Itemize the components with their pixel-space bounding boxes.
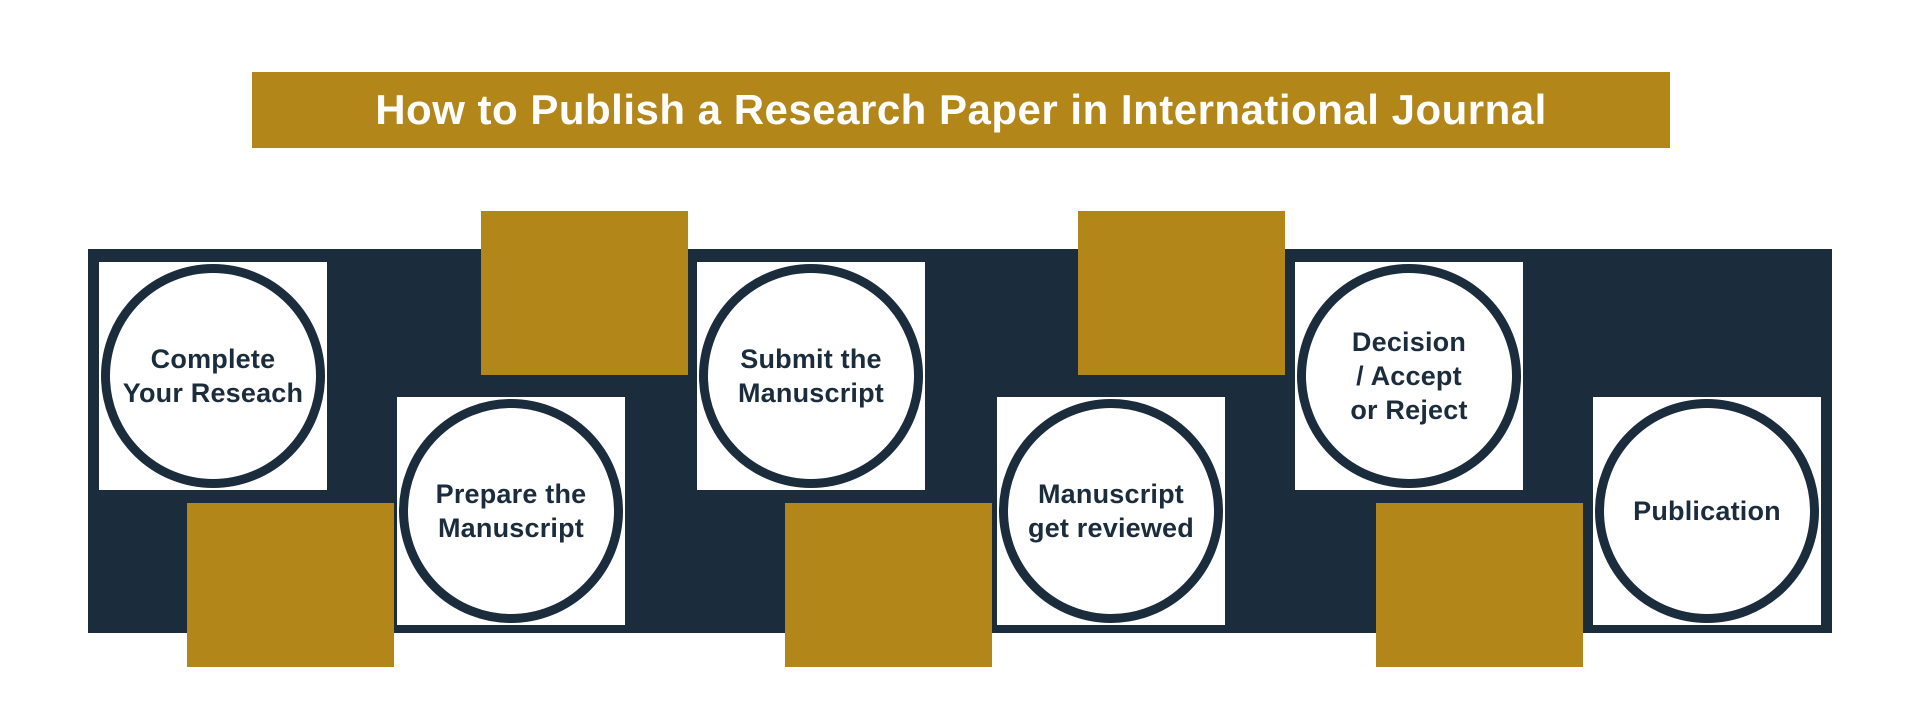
- step-5-label: Decision / Accept or Reject: [1350, 325, 1467, 427]
- step-3-square: Submit the Manuscript: [697, 262, 925, 490]
- step-6-label: Publication: [1633, 494, 1781, 528]
- title-banner: How to Publish a Research Paper in Inter…: [252, 72, 1670, 148]
- step-5-line-1: Decision: [1351, 327, 1467, 357]
- step-4-square: Manuscript get reviewed: [997, 397, 1225, 625]
- step-5-square: Decision / Accept or Reject: [1295, 262, 1523, 490]
- gold-accent-square-5: [1376, 503, 1583, 667]
- step-2-circle: Prepare the Manuscript: [399, 399, 623, 623]
- step-3-label: Submit the Manuscript: [738, 342, 884, 410]
- step-4-label: Manuscript get reviewed: [1028, 477, 1194, 545]
- gold-accent-square-3: [785, 503, 992, 667]
- step-3-line-1: Submit the: [740, 344, 882, 374]
- step-4-line-1: Manuscript: [1037, 479, 1184, 509]
- step-6-circle: Publication: [1595, 399, 1819, 623]
- step-1-circle: Complete Your Reseach: [101, 264, 325, 488]
- step-6-square: Publication: [1593, 397, 1821, 625]
- step-2-label: Prepare the Manuscript: [436, 477, 587, 545]
- step-2-line-2: Manuscript: [437, 513, 585, 543]
- step-1-square: Complete Your Reseach: [99, 262, 327, 490]
- step-6-line-1: Publication: [1633, 496, 1781, 526]
- page-title: How to Publish a Research Paper in Inter…: [375, 86, 1547, 133]
- step-1-line-1: Complete: [150, 344, 276, 374]
- step-1-label: Complete Your Reseach: [123, 342, 303, 410]
- step-5-line-2: / Accept: [1356, 361, 1462, 391]
- step-5-line-3: or Reject: [1350, 395, 1468, 425]
- step-4-circle: Manuscript get reviewed: [999, 399, 1223, 623]
- step-1-line-2: Your Reseach: [122, 378, 304, 408]
- gold-accent-square-1: [187, 503, 394, 667]
- step-4-line-2: get reviewed: [1028, 513, 1194, 543]
- step-2-square: Prepare the Manuscript: [397, 397, 625, 625]
- step-5-circle: Decision / Accept or Reject: [1297, 264, 1521, 488]
- gold-accent-square-2: [481, 211, 688, 375]
- step-3-line-2: Manuscript: [737, 378, 885, 408]
- gold-accent-square-4: [1078, 211, 1285, 375]
- step-3-circle: Submit the Manuscript: [699, 264, 923, 488]
- step-2-line-1: Prepare the: [435, 479, 587, 509]
